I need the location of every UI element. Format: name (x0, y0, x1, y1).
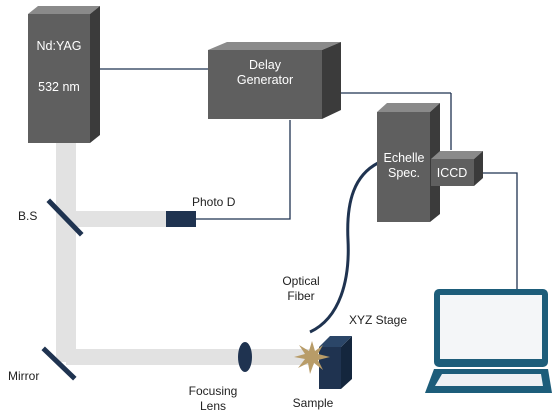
xyz-stage (319, 336, 352, 389)
plasma-spark (294, 341, 330, 374)
iccd-camera: ICCD (431, 151, 483, 186)
delay-generator: Delay Generator (208, 42, 341, 119)
connection-wires (100, 68, 518, 290)
fiber-label-line2: Fiber (287, 289, 314, 303)
beam-to-photodiode (66, 211, 168, 227)
stage-front-face (319, 347, 341, 389)
echelle-label-line2: Spec. (388, 166, 420, 180)
delay-top-face (208, 42, 341, 50)
laptop-keyboard-surface (435, 374, 543, 386)
echelle-label-line1: Echelle (384, 151, 425, 165)
beam-splitter-label: B.S (18, 209, 37, 223)
sample-label: Sample (293, 396, 334, 410)
wire-delay-photodiode (196, 120, 291, 220)
delay-side-face (322, 42, 341, 119)
wire-iccd-laptop (483, 172, 518, 290)
echelle-spectrometer: Echelle Spec. (377, 103, 440, 222)
photodiode-label: Photo D (192, 195, 236, 209)
fiber-label-line1: Optical (282, 274, 319, 288)
laser-top-face (28, 6, 100, 14)
echelle-top-face (377, 103, 440, 112)
delay-front-face (208, 50, 322, 119)
laser-wavelength-label: 532 nm (38, 80, 80, 94)
laser-name-label: Nd:YAG (37, 39, 82, 53)
beam-splitter (46, 198, 84, 237)
echelle-front-face (377, 112, 430, 222)
iccd-label: ICCD (437, 166, 468, 180)
stage-side-face (341, 336, 352, 389)
beam-vertical (56, 142, 76, 362)
laser-front-face (28, 14, 90, 143)
laptop-computer (425, 289, 552, 393)
beam-focus-cone (250, 350, 314, 364)
lens-label-line2: Lens (200, 399, 226, 413)
nd-yag-laser: Nd:YAG 532 nm (28, 6, 100, 143)
laptop-screen (440, 295, 542, 359)
lens-label-line1: Focusing (189, 384, 238, 398)
delay-label-line2: Generator (237, 73, 293, 87)
mirror (41, 346, 77, 381)
delay-label-line1: Delay (249, 58, 282, 72)
stage-top-face (319, 336, 352, 347)
iccd-side-face (474, 151, 483, 186)
photodiode (166, 211, 196, 227)
iccd-front-face (431, 159, 474, 186)
stage-label: XYZ Stage (349, 313, 407, 327)
iccd-top-face (431, 151, 483, 159)
optical-fiber (309, 161, 379, 334)
laser-side-face (90, 6, 100, 143)
mirror-label: Mirror (8, 369, 39, 383)
focusing-lens (238, 342, 252, 372)
laser-beam-path (56, 142, 314, 365)
